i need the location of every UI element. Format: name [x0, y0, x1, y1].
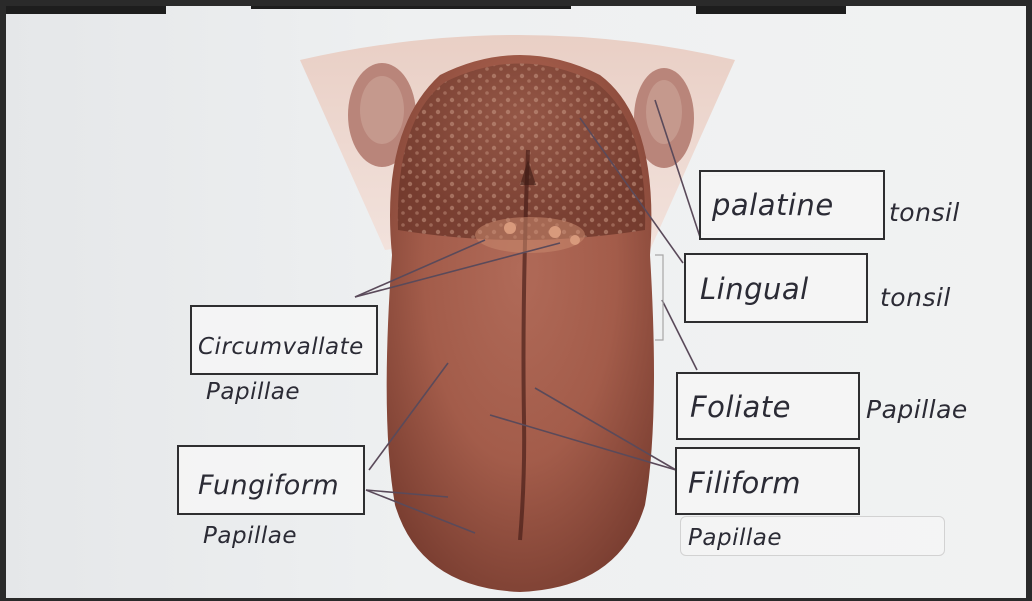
- circumvallate-papillae-label: Papillae: [206, 379, 300, 405]
- palatine-tonsil-label: tonsil: [889, 198, 960, 227]
- filiform-label: Filiform: [688, 466, 801, 500]
- foliate-papillae-label: Papillae: [866, 395, 968, 424]
- lingual-tonsil-label: tonsil: [880, 283, 951, 312]
- fungiform-papillae-label: Papillae: [203, 523, 297, 549]
- filiform-papillae-label: Papillae: [688, 525, 782, 551]
- foliate-label: Foliate: [690, 390, 791, 424]
- lingual-label: Lingual: [700, 272, 809, 306]
- palatine-label: palatine: [712, 188, 834, 222]
- fungiform-label: Fungiform: [198, 470, 339, 501]
- circumvallate-label: Circumvallate: [198, 334, 364, 360]
